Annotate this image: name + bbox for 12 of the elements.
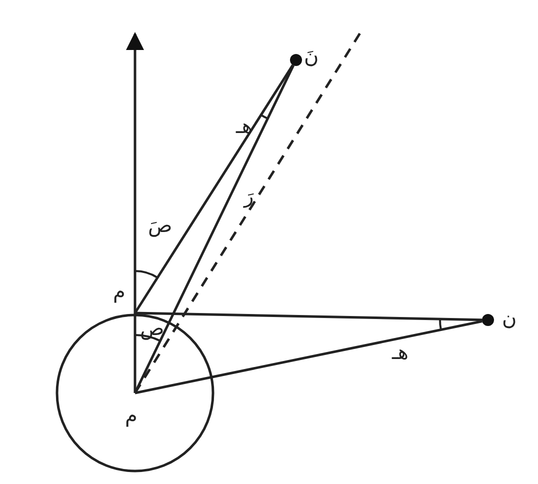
line (134, 320, 482, 394)
line (134, 312, 482, 322)
angle-label: صَ (148, 215, 172, 235)
point-label: م (125, 405, 138, 425)
point-label: م (113, 281, 126, 301)
line (134, 313, 136, 393)
point-label: نَ (304, 46, 319, 66)
point-label: ن (502, 308, 517, 328)
line (134, 64, 294, 314)
angle-label: هـ (392, 342, 408, 362)
arrow (126, 32, 144, 313)
angle-label: رَ (244, 186, 254, 206)
